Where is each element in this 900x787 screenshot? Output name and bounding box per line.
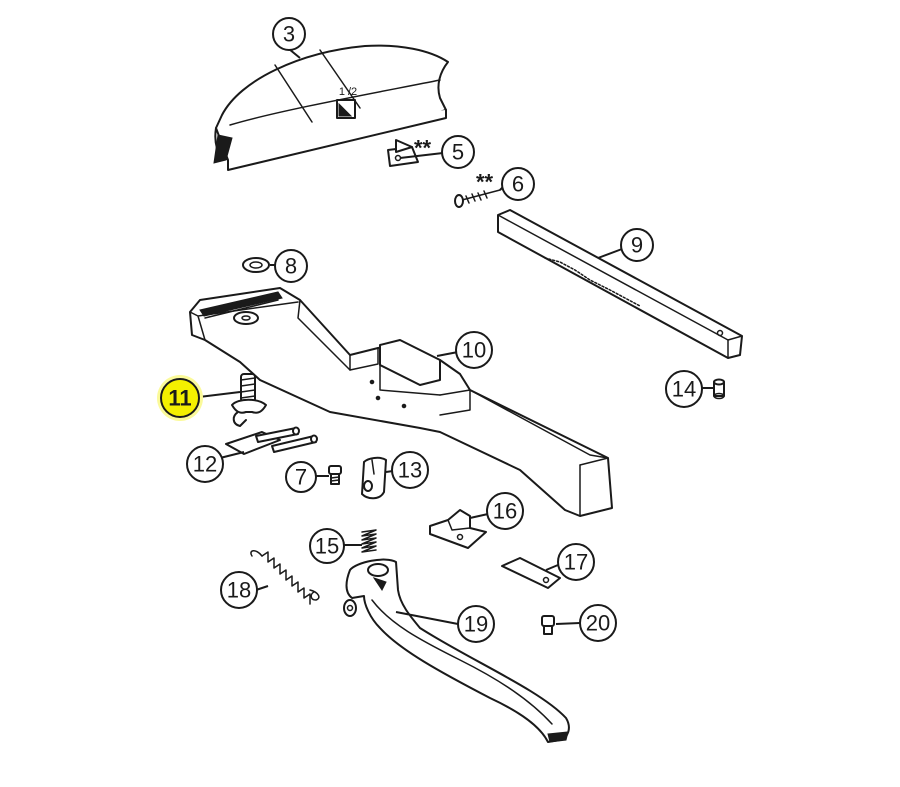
callout-19[interactable]: 19 [457, 605, 495, 643]
part-8-washer[interactable] [242, 257, 270, 273]
svg-text:19: 19 [464, 612, 488, 637]
svg-text:18: 18 [227, 578, 251, 603]
scale-mark-label: 1 /2 [339, 86, 357, 98]
part-13-cam-block[interactable] [361, 456, 387, 500]
svg-text:10: 10 [462, 338, 486, 363]
svg-text:17: 17 [564, 550, 588, 575]
svg-text:16: 16 [493, 499, 517, 524]
part-6-screw[interactable] [454, 189, 501, 208]
part-5-bracket[interactable] [387, 139, 419, 167]
svg-text:6: 6 [512, 172, 524, 197]
callout-7[interactable]: 7 [285, 461, 317, 493]
svg-text:14: 14 [672, 377, 696, 402]
svg-text:13: 13 [398, 458, 422, 483]
callout-14[interactable]: 14 [665, 370, 703, 408]
svg-text:15: 15 [315, 534, 339, 559]
part-11-wing-bolt[interactable] [231, 373, 267, 427]
part-19-lever[interactable] [343, 558, 570, 743]
svg-text:20: 20 [586, 611, 610, 636]
part-16-clip[interactable] [429, 509, 487, 549]
note-6-asterisks: ** [476, 170, 494, 195]
part-17-flat-link[interactable] [501, 557, 561, 589]
part-3-rail[interactable]: 1 /2 [213, 44, 449, 171]
svg-text:11: 11 [168, 386, 191, 411]
part-10-frame[interactable] [189, 287, 613, 517]
svg-text:12: 12 [193, 452, 217, 477]
callout-9[interactable]: 9 [620, 228, 654, 262]
callout-10[interactable]: 10 [455, 331, 493, 369]
part-12-pins-plate[interactable] [225, 426, 318, 455]
svg-text:8: 8 [285, 254, 297, 279]
svg-text:3: 3 [283, 22, 295, 47]
callout-8[interactable]: 8 [274, 249, 308, 283]
callout-12[interactable]: 12 [186, 445, 224, 483]
svg-text:5: 5 [452, 140, 464, 165]
part-9-rack-bar[interactable] [497, 209, 743, 359]
callout-17[interactable]: 17 [557, 543, 595, 581]
part-14-pin[interactable] [713, 378, 725, 400]
svg-text:9: 9 [631, 233, 643, 258]
svg-text:7: 7 [295, 465, 307, 490]
callout-11[interactable]: 11 [157, 375, 203, 421]
leader-lines [198, 48, 714, 625]
callout-6[interactable]: 6 [501, 167, 535, 201]
part-7-small-screw[interactable] [328, 465, 342, 485]
callout-20[interactable]: 20 [579, 604, 617, 642]
callout-5[interactable]: 5 [441, 135, 475, 169]
callout-15[interactable]: 15 [309, 528, 345, 564]
part-15-spring[interactable] [361, 529, 377, 553]
part-20-small-screw[interactable] [541, 615, 555, 635]
callout-13[interactable]: 13 [391, 451, 429, 489]
callout-16[interactable]: 16 [486, 492, 524, 530]
callout-18[interactable]: 18 [220, 571, 258, 609]
callout-3[interactable]: 3 [272, 17, 306, 51]
part-18-tension-spring[interactable] [250, 550, 320, 605]
